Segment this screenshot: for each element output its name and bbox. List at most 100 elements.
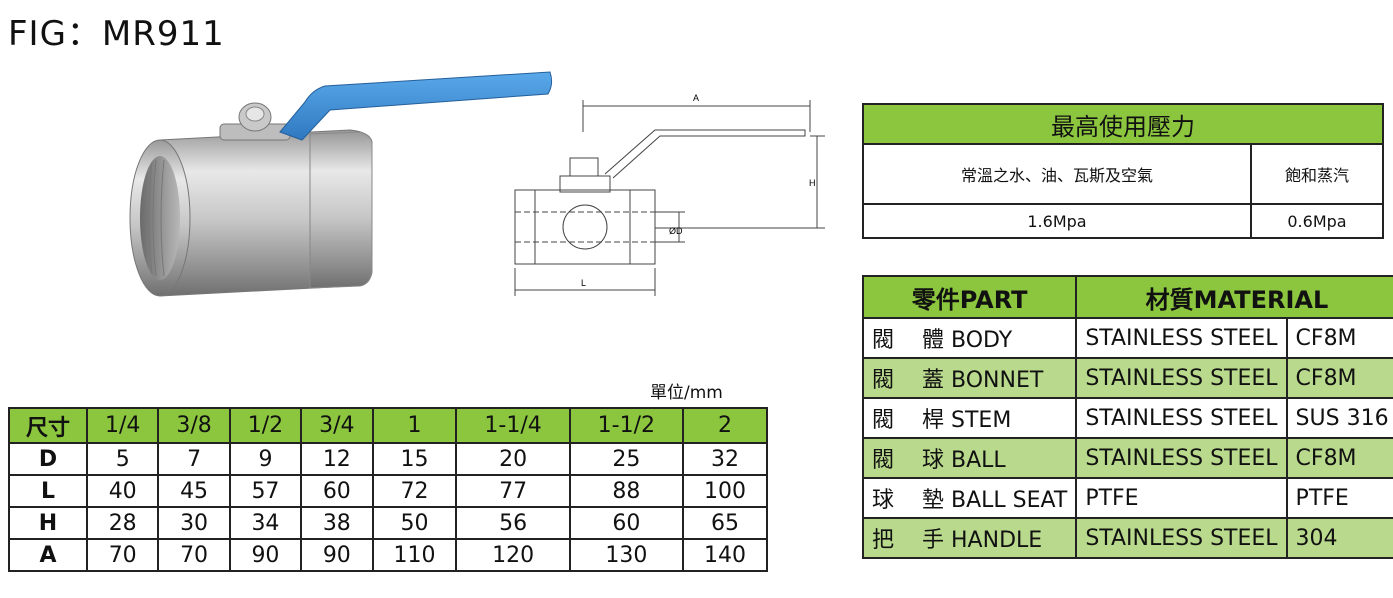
label-h: H (809, 178, 816, 188)
value-cell: 7 (157, 442, 231, 476)
value-cell: 120 (455, 538, 571, 572)
material-cell: STAINLESS STEEL (1075, 317, 1288, 359)
unit-label: 單位/mm (650, 383, 723, 403)
pressure-column-label: 常溫之水、油、瓦斯及空氣 (862, 143, 1252, 205)
material-cell: STAINLESS STEEL (1075, 517, 1288, 559)
part-char: 墊 (922, 488, 945, 513)
value-cell: 72 (371, 474, 458, 508)
part-char: 閥 (872, 368, 895, 393)
size-cell: 1-1/2 (568, 407, 684, 444)
grade-cell: CF8M (1285, 357, 1393, 399)
value-cell: 70 (85, 538, 160, 572)
part-char: 蓋 (922, 368, 945, 393)
value-cell: 130 (568, 538, 684, 572)
part-name: BODY (951, 328, 1013, 353)
size-cell: 3/4 (300, 407, 374, 444)
value-cell: 140 (681, 538, 769, 572)
value-cell: 90 (300, 538, 374, 572)
part-name: BALL (951, 448, 1006, 473)
grade-cell: 304 (1285, 517, 1393, 559)
figure-title: FIG：MR911 (8, 14, 225, 54)
label-d: ØD (669, 226, 683, 236)
size-header-label: 尺寸 (8, 407, 88, 444)
part-name: STEM (951, 408, 1012, 433)
value-cell: 57 (228, 474, 303, 508)
material-cell: PTFE (1075, 477, 1288, 519)
size-cell: 3/8 (157, 407, 231, 444)
dimension-row-h: H 28 30 34 38 50 56 60 65 (8, 506, 769, 540)
size-cell: 1 (371, 407, 458, 444)
value-cell: 88 (568, 474, 684, 508)
label-a: A (693, 93, 699, 103)
value-cell: 12 (300, 442, 374, 476)
grade-cell: CF8M (1285, 317, 1393, 359)
part-name-cell: 閥 蓋 BONNET (861, 357, 1078, 399)
value-cell: 9 (228, 442, 303, 476)
part-char: 閥 (872, 328, 895, 353)
value-cell: 38 (300, 506, 374, 540)
dimension-row-a: A 70 70 90 90 110 120 130 140 (8, 538, 769, 572)
part-char: 桿 (922, 408, 945, 433)
pressure-title: 最高使用壓力 (862, 103, 1384, 145)
value-cell: 65 (681, 506, 769, 540)
part-char: 閥 (872, 448, 895, 473)
grade-cell: SUS 316 (1285, 397, 1393, 439)
size-cell: 1/4 (85, 407, 160, 444)
part-char: 球 (922, 448, 945, 473)
value-cell: 32 (681, 442, 769, 476)
part-header: 零件PART (861, 275, 1078, 319)
part-name-cell: 閥 體 BODY (861, 317, 1078, 359)
part-name: HANDLE (951, 528, 1043, 553)
value-cell: 30 (157, 506, 231, 540)
row-label: D (8, 442, 88, 476)
part-name: BONNET (951, 368, 1044, 393)
pressure-table: 最高使用壓力 常溫之水、油、瓦斯及空氣 飽和蒸汽 1.6Mpa 0.6Mpa (862, 103, 1385, 239)
row-label: H (8, 506, 88, 540)
part-char: 球 (872, 488, 895, 513)
value-cell: 60 (300, 474, 374, 508)
value-cell: 40 (85, 474, 160, 508)
size-header-row: 尺寸 1/4 3/8 1/2 3/4 1 1-1/4 1-1/2 2 (8, 407, 769, 444)
grade-cell: PTFE (1285, 477, 1393, 519)
value-cell: 34 (228, 506, 303, 540)
value-cell: 15 (371, 442, 458, 476)
dimension-row-d: D 5 7 9 12 15 20 25 32 (8, 442, 769, 476)
part-name-cell: 球 墊 BALL SEAT (861, 477, 1078, 519)
size-cell: 1-1/4 (455, 407, 571, 444)
size-cell: 2 (681, 407, 769, 444)
material-header: 材質MATERIAL (1075, 275, 1393, 319)
grade-cell: CF8M (1285, 437, 1393, 479)
pressure-value: 0.6Mpa (1249, 203, 1385, 239)
part-name-cell: 閥 球 BALL (861, 437, 1078, 479)
value-cell: 60 (568, 506, 684, 540)
value-cell: 20 (455, 442, 571, 476)
part-char: 把 (872, 528, 895, 553)
value-cell: 50 (371, 506, 458, 540)
part-name: BALL SEAT (951, 488, 1068, 513)
value-cell: 110 (371, 538, 458, 572)
size-cell: 1/2 (228, 407, 303, 444)
pressure-value: 1.6Mpa (862, 203, 1252, 239)
material-cell: STAINLESS STEEL (1075, 357, 1288, 399)
dimension-table: 尺寸 1/4 3/8 1/2 3/4 1 1-1/4 1-1/2 2 D 5 7… (8, 407, 769, 572)
part-name-cell: 把 手 HANDLE (861, 517, 1078, 559)
row-label: L (8, 474, 88, 508)
part-char: 閥 (872, 408, 895, 433)
parts-table: 零件PART 材質MATERIAL 閥 體 BODY STAINLESS STE… (861, 275, 1393, 559)
value-cell: 56 (455, 506, 571, 540)
material-cell: STAINLESS STEEL (1075, 437, 1288, 479)
value-cell: 100 (681, 474, 769, 508)
value-cell: 28 (85, 506, 160, 540)
material-cell: STAINLESS STEEL (1075, 397, 1288, 439)
part-char: 手 (922, 528, 945, 553)
value-cell: 45 (157, 474, 231, 508)
value-cell: 90 (228, 538, 303, 572)
pressure-column-label: 飽和蒸汽 (1249, 143, 1385, 205)
ball-valve-photo (129, 71, 553, 297)
label-l: L (581, 278, 586, 288)
value-cell: 70 (157, 538, 231, 572)
part-name-cell: 閥 桿 STEM (861, 397, 1078, 439)
part-char: 體 (922, 328, 945, 353)
dimension-row-l: L 40 45 57 60 72 77 88 100 (8, 474, 769, 508)
value-cell: 25 (568, 442, 684, 476)
